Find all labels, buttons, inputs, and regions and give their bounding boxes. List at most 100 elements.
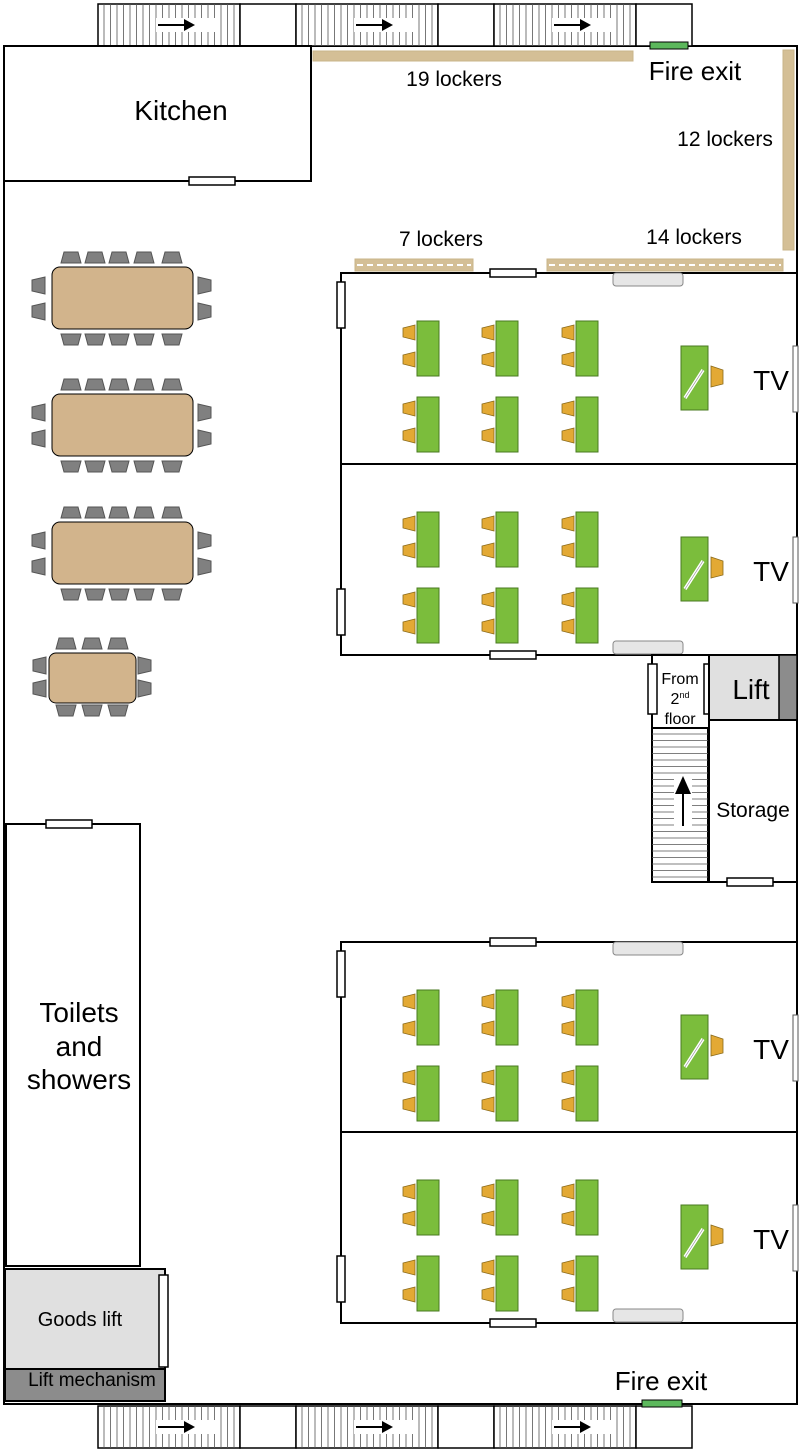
- storage-door: [726, 877, 774, 887]
- student-seat: [561, 1096, 575, 1113]
- student-seat: [402, 1020, 416, 1037]
- stair-landing: [635, 3, 693, 47]
- teacher-desk: [680, 1014, 709, 1080]
- chair: [84, 588, 106, 601]
- student-seat: [402, 1069, 416, 1086]
- lift-label: Lift: [732, 674, 770, 705]
- chair: [137, 679, 152, 698]
- chair: [161, 506, 183, 519]
- tv-label: TV: [753, 556, 789, 587]
- student-desk: [575, 989, 599, 1046]
- dining-area: [31, 251, 212, 717]
- chair: [55, 704, 77, 717]
- student-seat: [481, 1259, 495, 1276]
- chair: [197, 531, 212, 550]
- student-desk: [575, 320, 599, 377]
- stairs-note-suffix: nd: [679, 690, 689, 700]
- student-desk: [495, 511, 519, 568]
- whiteboard: [612, 272, 684, 287]
- stair-arrow-head: [580, 19, 591, 31]
- chair: [197, 429, 212, 448]
- student-desk: [416, 989, 440, 1046]
- student-desk: [416, 511, 440, 568]
- teacher-desk: [680, 345, 709, 411]
- tv-screen: [792, 1204, 799, 1272]
- chair: [197, 302, 212, 321]
- toilets-room: [5, 823, 141, 1267]
- student-seat: [402, 1183, 416, 1200]
- student-seat: [402, 351, 416, 368]
- student-seat: [561, 1210, 575, 1227]
- student-seat: [561, 351, 575, 368]
- classroom-side-door: [336, 950, 346, 998]
- dining-table: [51, 393, 194, 457]
- lockers-right-label: 12 lockers: [677, 128, 773, 151]
- chair: [84, 460, 106, 473]
- student-seat: [481, 1096, 495, 1113]
- whiteboard: [612, 640, 684, 655]
- student-seat: [481, 351, 495, 368]
- student-seat: [481, 542, 495, 559]
- whiteboard: [612, 1308, 684, 1323]
- fire-exit-door-bottom: [641, 1399, 683, 1408]
- chair: [32, 656, 47, 675]
- student-seat: [402, 1286, 416, 1303]
- student-desk: [495, 1065, 519, 1122]
- student-seat: [481, 1210, 495, 1227]
- teacher-desk: [680, 536, 709, 602]
- classroom-side-door: [336, 588, 346, 636]
- student-desk: [416, 1065, 440, 1122]
- kitchen-door: [188, 176, 236, 186]
- teacher-seat: [710, 1034, 724, 1057]
- chair: [60, 506, 82, 519]
- student-seat: [561, 1069, 575, 1086]
- tv-screen: [792, 1014, 799, 1082]
- chair: [108, 378, 130, 391]
- student-seat: [481, 1183, 495, 1200]
- chair: [84, 378, 106, 391]
- chair: [32, 679, 47, 698]
- chair: [31, 429, 46, 448]
- student-desk: [416, 396, 440, 453]
- student-seat: [561, 618, 575, 635]
- student-desk: [495, 587, 519, 644]
- tv-label: TV: [753, 1034, 789, 1065]
- chair: [133, 251, 155, 264]
- stairs-note-number: 2: [671, 691, 680, 708]
- chair: [81, 637, 103, 650]
- lockers-top-label: 19 lockers: [406, 68, 502, 91]
- chair: [133, 588, 155, 601]
- kitchen-label: Kitchen: [134, 95, 227, 126]
- student-desk: [416, 1179, 440, 1236]
- student-seat: [561, 324, 575, 341]
- chair: [107, 637, 129, 650]
- stair-landing: [635, 1405, 693, 1449]
- student-seat: [402, 1259, 416, 1276]
- goods-lift-door: [158, 1274, 169, 1368]
- lockers-right: [782, 49, 795, 251]
- student-seat: [481, 324, 495, 341]
- student-seat: [561, 1259, 575, 1276]
- chair: [161, 333, 183, 346]
- stair-arrow-head: [184, 19, 195, 31]
- student-seat: [481, 1069, 495, 1086]
- stair-landing: [437, 1405, 495, 1449]
- internal-stairs: [651, 727, 709, 883]
- goods-lift-label: Goods lift: [38, 1309, 123, 1331]
- student-seat: [561, 1286, 575, 1303]
- student-seat: [481, 1020, 495, 1037]
- chair: [60, 251, 82, 264]
- kitchen-room: [3, 45, 312, 182]
- chair: [60, 460, 82, 473]
- chair: [108, 333, 130, 346]
- chair: [84, 251, 106, 264]
- teacher-desk-pointer-edge: [684, 560, 704, 590]
- stairs-note-line2: 2nd: [671, 690, 690, 708]
- student-seat: [561, 400, 575, 417]
- chair: [31, 531, 46, 550]
- stair-arrow-head: [382, 19, 393, 31]
- student-desk: [575, 1065, 599, 1122]
- fire-exit-bottom-label: Fire exit: [615, 1366, 708, 1396]
- student-seat: [561, 591, 575, 608]
